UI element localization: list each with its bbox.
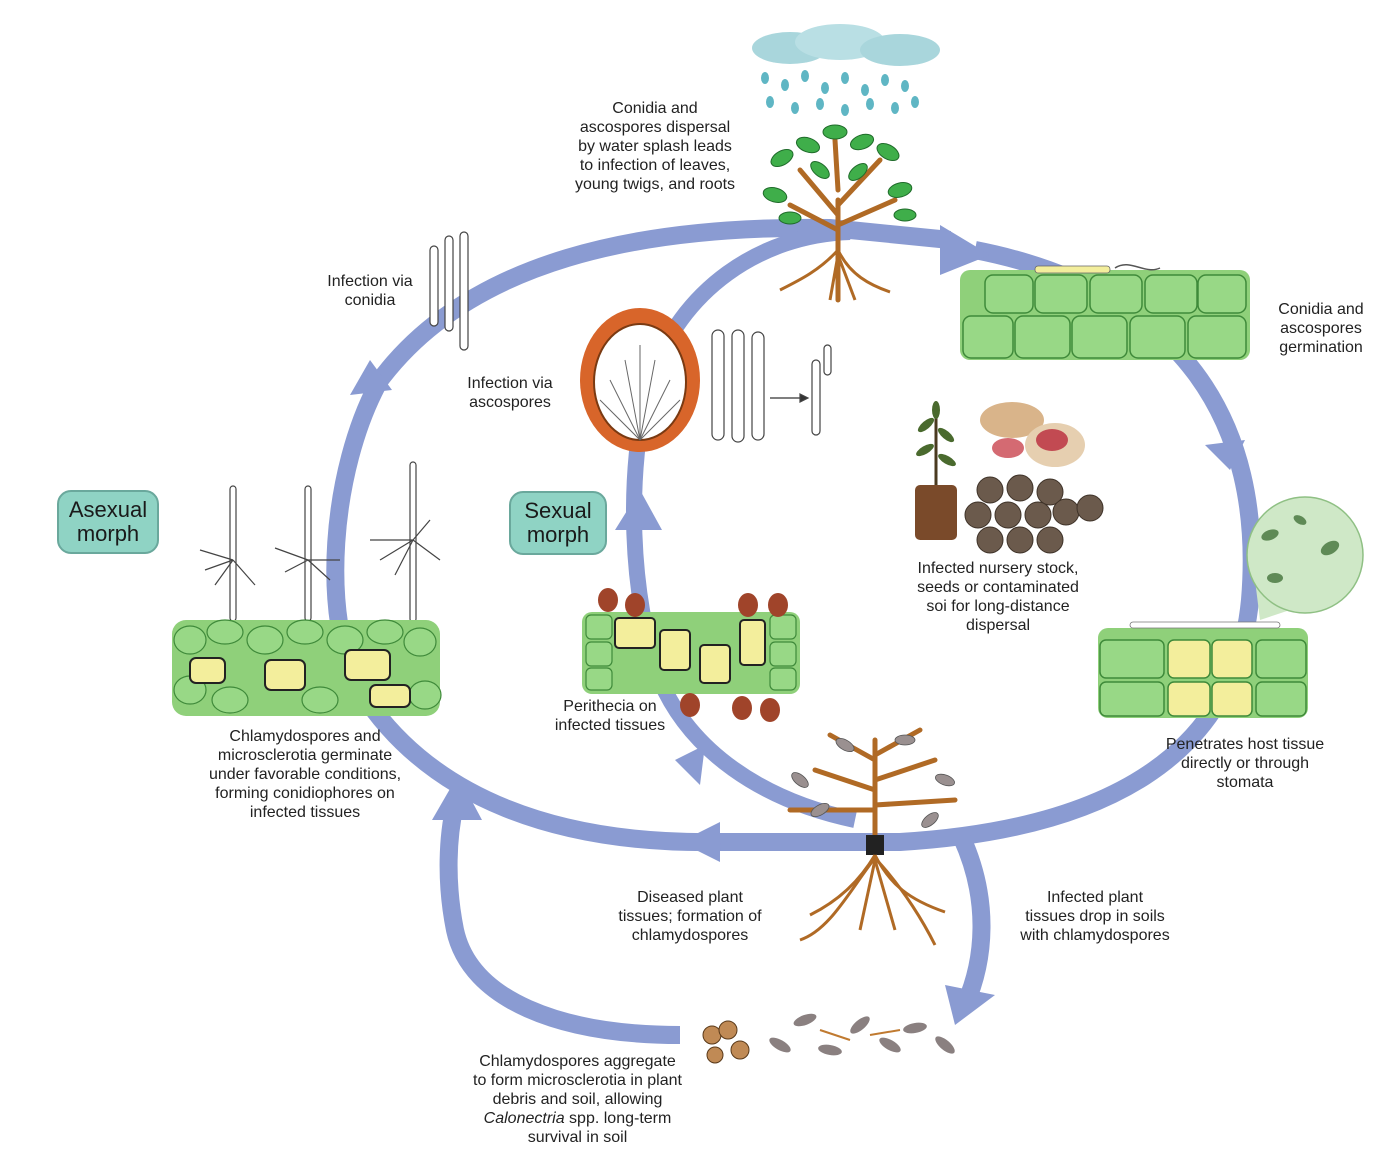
soil-pellets-icon xyxy=(964,474,1104,554)
conidiophores-icon xyxy=(199,461,441,623)
healthy-tree-icon xyxy=(762,124,917,303)
sexual-morph-box: Sexual morph xyxy=(509,491,607,555)
conidia-icon xyxy=(429,231,469,351)
microsclerotia-label: Chlamydospores aggregate to form microsc… xyxy=(473,1053,682,1146)
perithecia-tissue-icon xyxy=(582,588,800,722)
arrowheads xyxy=(350,225,1245,1025)
asci-icon xyxy=(711,329,832,443)
asexual-morph-box: Asexual morph xyxy=(57,490,159,554)
microsclerotia-icon xyxy=(702,1020,750,1064)
stomata-magnifier-icon xyxy=(1246,496,1364,620)
inner-cycle-arrow xyxy=(626,224,857,828)
perithecia-dots xyxy=(598,588,788,722)
nursery-stock-icon xyxy=(915,401,957,540)
nursery-label: Infected nursery stock,seeds or contamin… xyxy=(917,560,1079,634)
soil-arrows xyxy=(439,802,991,1044)
perithecium-icon xyxy=(580,308,700,452)
penetrated-tissue-icon xyxy=(1098,621,1308,718)
seeds-icon xyxy=(980,402,1085,467)
asexual-tissue-icon xyxy=(172,619,442,716)
plant-debris-icon xyxy=(769,1013,955,1056)
leaf-surface-germination-icon xyxy=(960,264,1250,360)
diseased-tree-icon xyxy=(787,727,958,946)
rain-cloud-icon xyxy=(752,24,940,116)
